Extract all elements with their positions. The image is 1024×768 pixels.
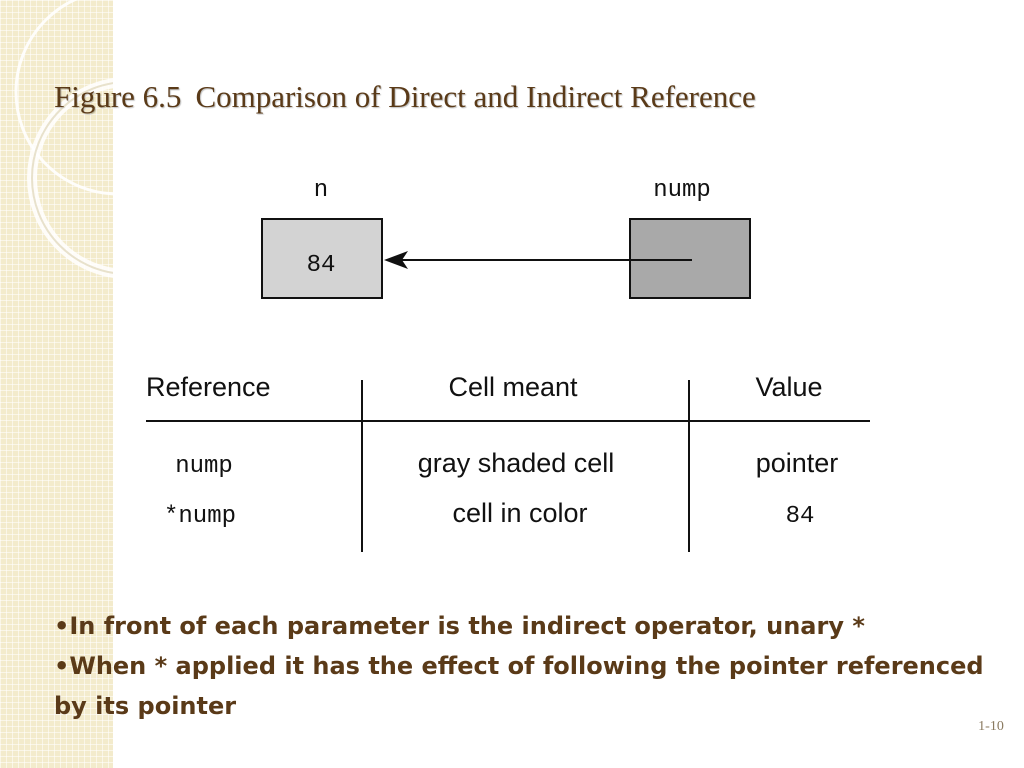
reference-diagram: n nump 84 Reference Cell meant Value num… [146,177,870,552]
cell-nump-label: nump [653,177,711,204]
bullet-text: In front of each parameter is the indire… [69,612,865,640]
cell-n-label: n [314,177,328,204]
slide-title: Figure 6.5 Comparison of Direct and Indir… [54,76,814,118]
decorative-rings [14,0,113,278]
bullet-list: •In front of each parameter is the indir… [54,606,1014,726]
table-cell-value-1: pointer [756,448,839,478]
bullet-item: •In front of each parameter is the indir… [54,612,865,640]
figure-number: Figure 6.5 [54,79,182,114]
table-header-cell-meant: Cell meant [448,372,578,402]
table-cell-value-2: 84 [786,503,815,530]
bullet-text: When * applied it has the effect of foll… [54,652,984,720]
pointer-arrowhead [384,251,408,269]
slide-number: 1-10 [978,719,1004,734]
bullet-item: •When * applied it has the effect of fol… [54,652,984,720]
cell-nump-box [629,218,751,299]
table-cell-meant-1: gray shaded cell [418,448,615,478]
sidebar-decoration [0,0,113,768]
cell-n-box [261,218,383,299]
cell-n-value: 84 [307,252,336,279]
title-text: Comparison of Direct and Indirect Refere… [195,79,756,114]
table-header-value: Value [755,372,822,402]
table-cell-reference-2: *nump [164,503,236,530]
table-cell-reference-1: nump [175,453,233,480]
table-cell-meant-2: cell in color [452,498,587,528]
table-header-reference: Reference [146,372,271,402]
